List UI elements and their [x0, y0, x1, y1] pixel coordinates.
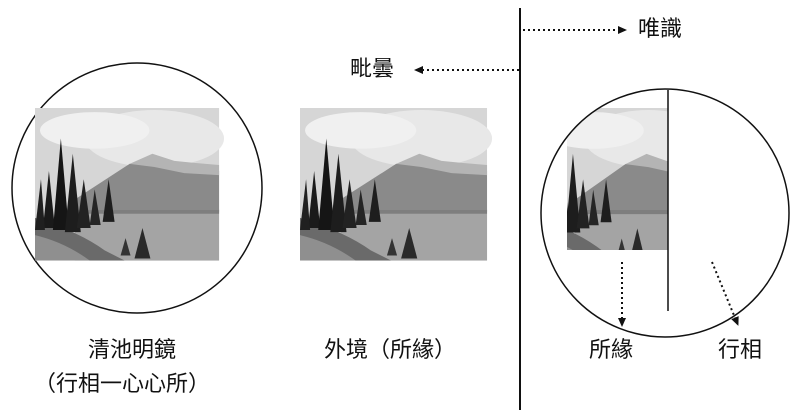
- object-support-label: 所緣: [589, 338, 634, 363]
- pure-mirror-circle: [11, 62, 263, 314]
- external-realm-label: 外境（所緣）: [324, 338, 457, 363]
- arrow-to-mode-of-activity: [711, 261, 739, 326]
- pure-mirror-subtitle: （行相一心心所）: [34, 372, 211, 397]
- pilu-label: 毗曇: [350, 57, 395, 82]
- right-circle-group: [535, 80, 790, 350]
- external-realm-landscape: [300, 108, 493, 261]
- pure-mirror-title: 清池明鏡: [88, 338, 177, 363]
- mode-of-activity-label: 行相: [718, 338, 763, 363]
- right-circle-outline: [540, 88, 790, 338]
- pure-mirror-group: [11, 62, 263, 314]
- pure-mirror-landscape: [35, 108, 225, 261]
- vijnapti-label: 唯識: [638, 17, 683, 42]
